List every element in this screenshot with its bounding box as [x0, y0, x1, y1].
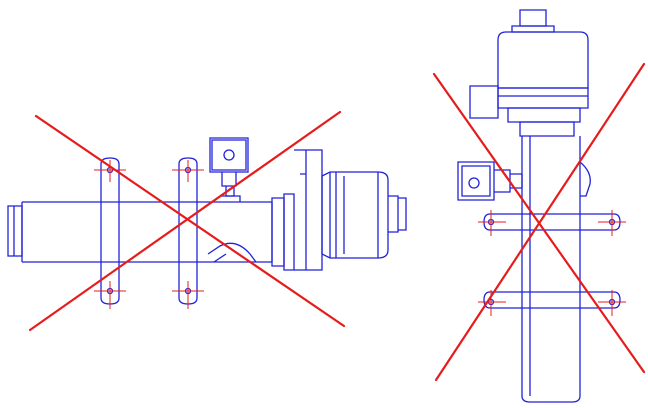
- flange-connector: [271, 149, 323, 271]
- right-end-knob: [388, 195, 407, 233]
- horizontal-valve-drawing: [7, 110, 407, 332]
- actuator-head-vertical: [469, 31, 589, 137]
- flow-bulge: [207, 242, 257, 263]
- actuator-head-horizontal: [321, 171, 389, 259]
- mounting-clamp-right: [172, 157, 204, 309]
- solenoid-coil-vertical: [457, 161, 523, 201]
- main-body-vertical: [521, 136, 581, 403]
- side-bulge: [579, 161, 591, 197]
- top-cap: [511, 9, 555, 33]
- clamp-bar-upper: [478, 210, 626, 236]
- vertical-valve-drawing: [432, 9, 646, 403]
- clamp-bar-lower: [478, 290, 626, 316]
- left-end-cap: [7, 205, 23, 257]
- cross-out-mark-left: [28, 110, 346, 332]
- main-body-cylinder: [21, 201, 273, 263]
- cross-out-mark-right: [432, 62, 646, 382]
- solenoid-coil-horizontal: [209, 137, 249, 202]
- mounting-clamp-left: [94, 157, 126, 309]
